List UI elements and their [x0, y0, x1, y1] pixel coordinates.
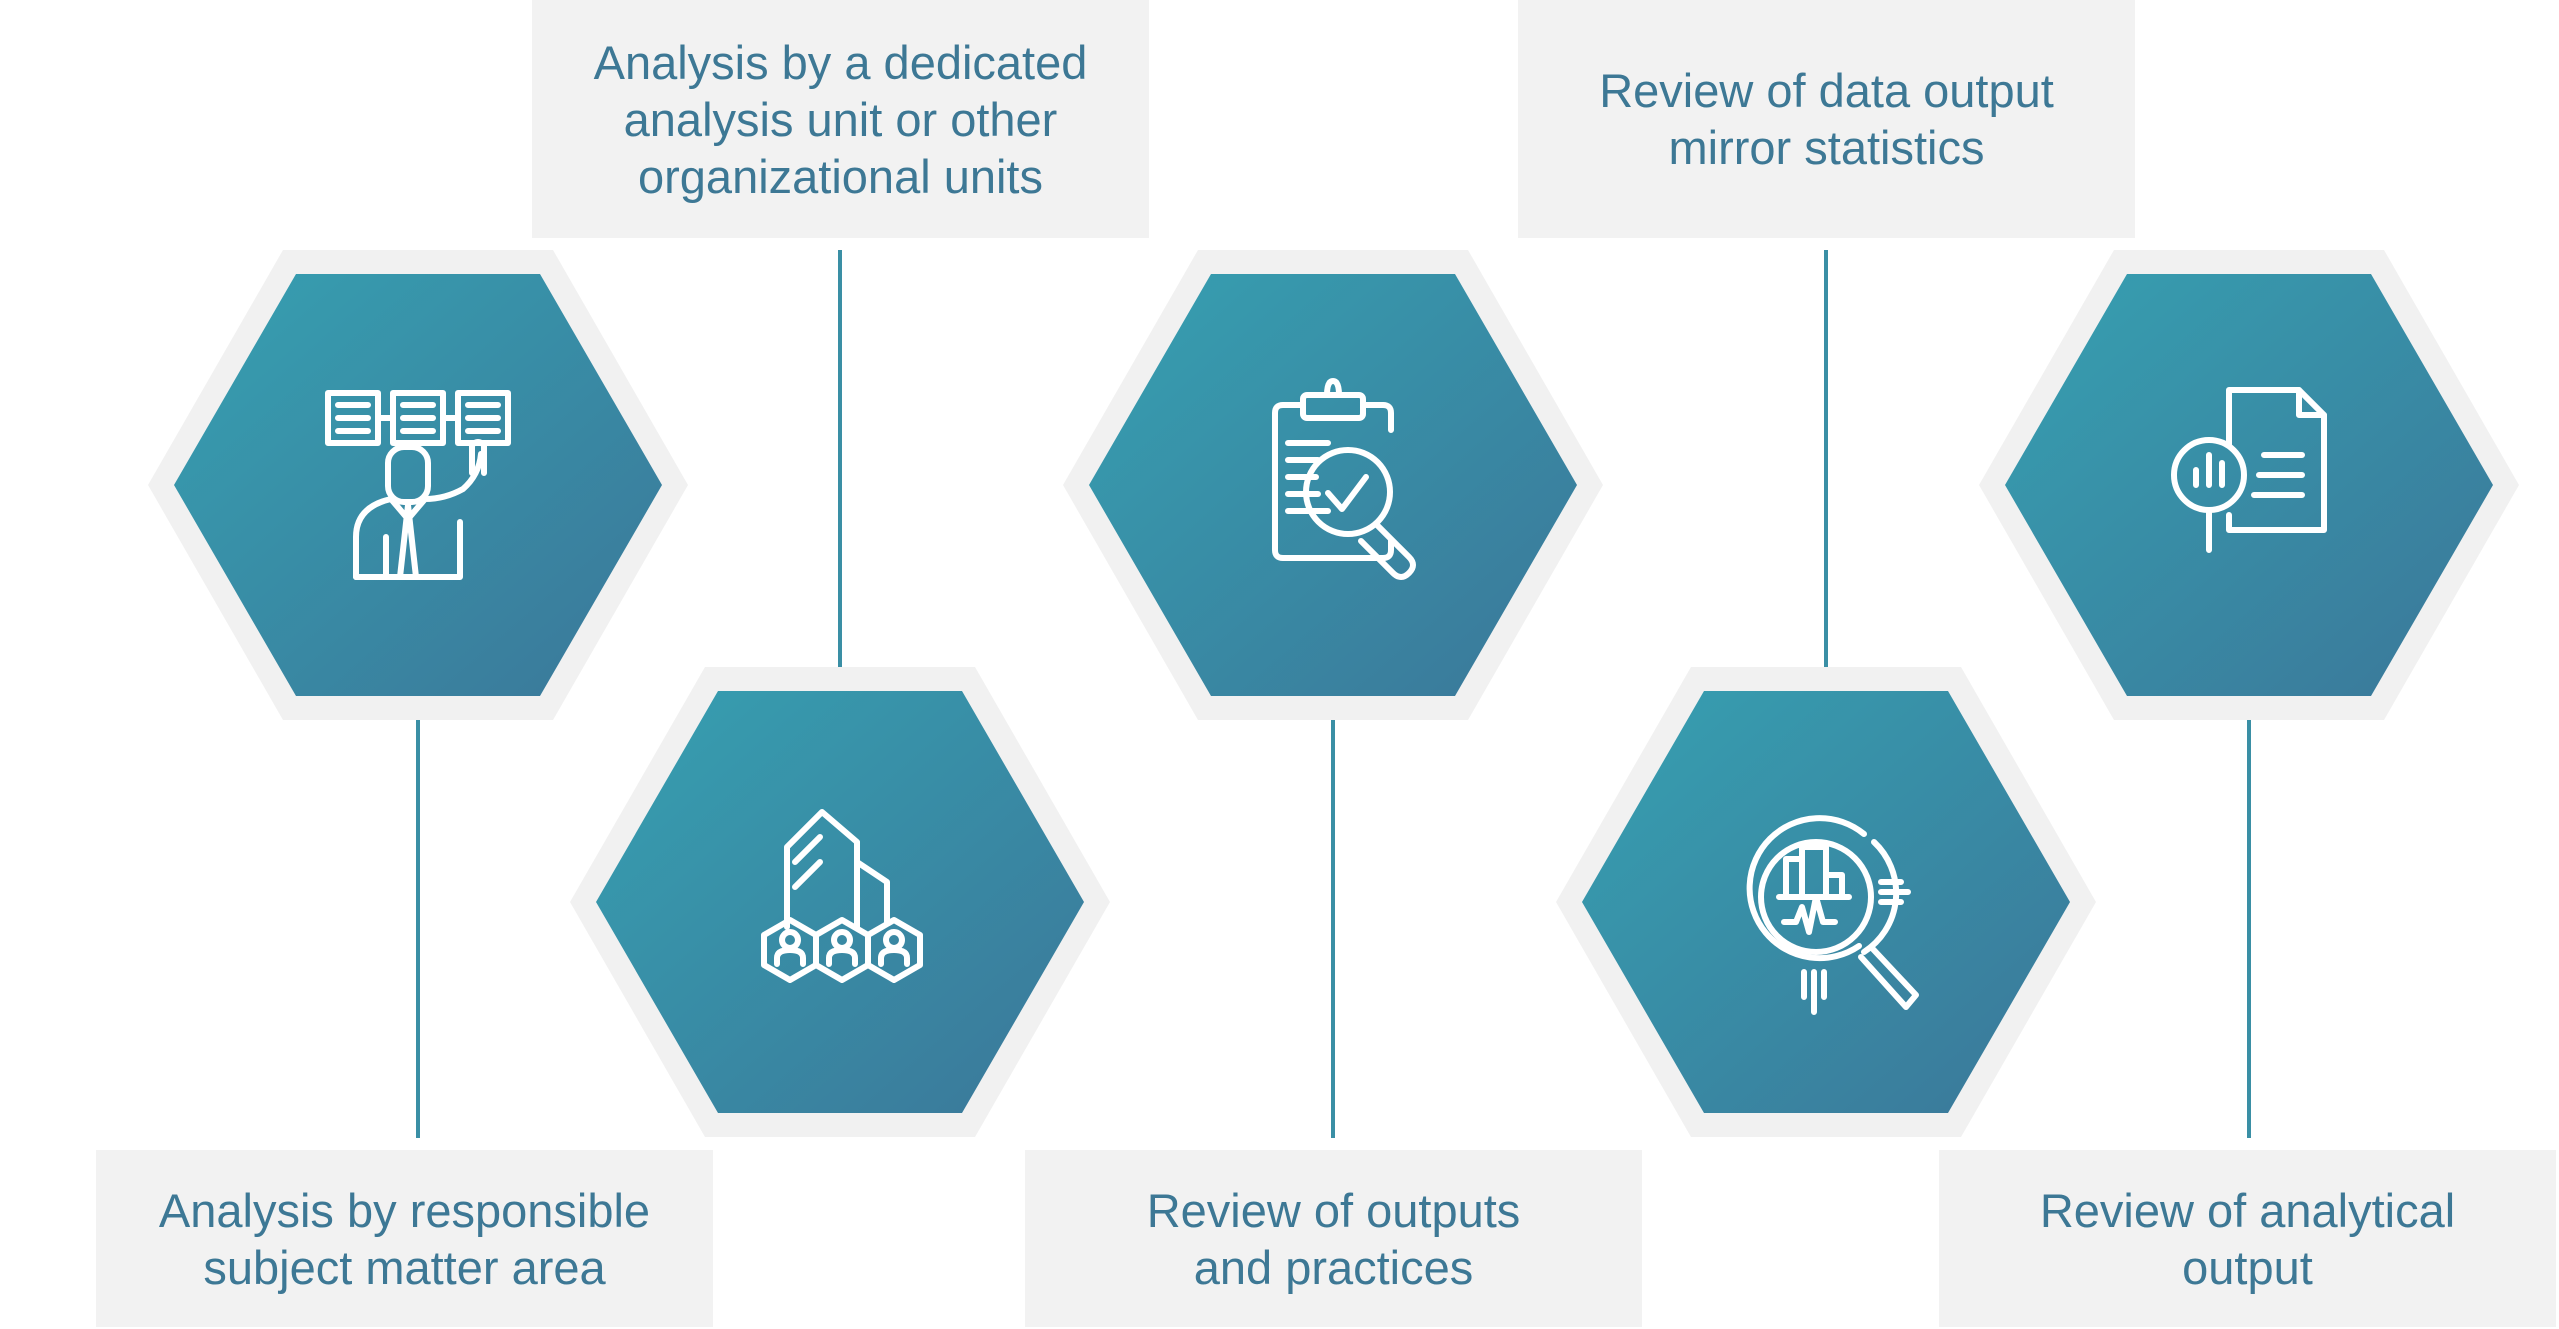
hexagon	[2005, 274, 2493, 696]
step-label: Analysis by a dedicated analysis unit or…	[593, 35, 1088, 203]
step-label: Review of data output mirror statistics	[1599, 64, 2054, 174]
presenter-icon	[325, 390, 511, 580]
clipboard-check-search-icon	[1272, 378, 1416, 580]
step-label: Review of analytical output	[2039, 1183, 2456, 1294]
step-label-box: Review of data output mirror statistics	[1518, 0, 2135, 238]
organization-buildings-icon	[761, 809, 923, 983]
magnifier-chart-icon	[1746, 815, 1919, 1015]
hexagon	[596, 691, 1084, 1113]
step-label-box: Analysis by a dedicated analysis unit or…	[532, 0, 1149, 238]
hexagon	[1582, 691, 2070, 1113]
step-label-box: Review of outputs and practices	[1025, 1150, 1642, 1327]
hexagon	[174, 274, 662, 696]
step-label: Analysis by responsible subject matter a…	[158, 1183, 651, 1294]
step-label-box: Analysis by responsible subject matter a…	[96, 1150, 713, 1327]
hexagon	[1089, 274, 1577, 696]
step-label: Review of outputs and practices	[1146, 1183, 1521, 1294]
step-label-box: Review of analytical output	[1939, 1150, 2556, 1327]
document-analysis-icon	[2171, 387, 2327, 553]
